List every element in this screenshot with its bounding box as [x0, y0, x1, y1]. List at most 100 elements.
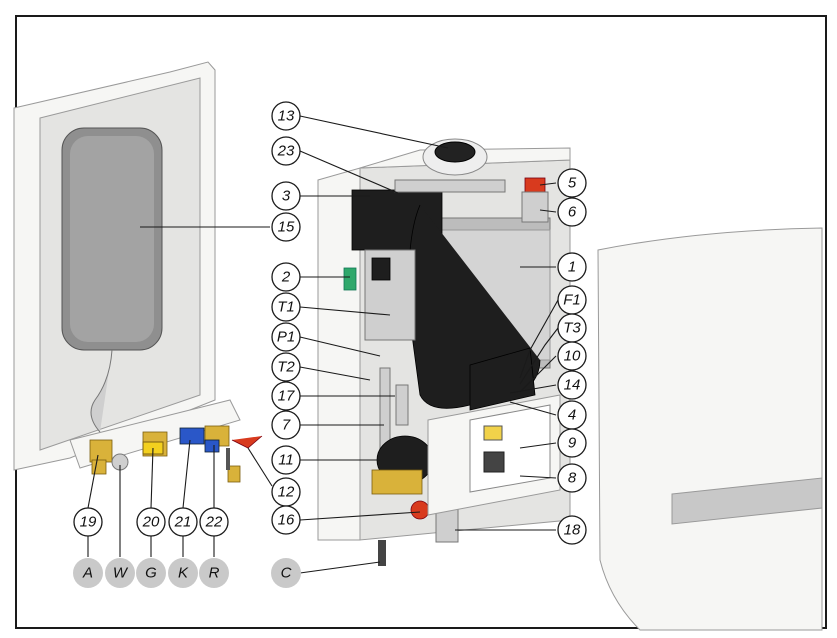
callout-t1-label: T1: [277, 299, 295, 316]
callout-t3-label: T3: [563, 320, 581, 337]
connection-k-label: K: [178, 565, 189, 582]
callout-p1-label: P1: [277, 329, 295, 346]
callout-14: 14: [557, 370, 587, 400]
callout-2-bubble: [271, 262, 301, 292]
callout-23-label: 23: [277, 143, 295, 160]
callout-1-label: 1: [568, 259, 576, 276]
callout-7-bubble: [271, 410, 301, 440]
connection-a: A: [73, 558, 103, 588]
connection-r: R: [199, 558, 229, 588]
callout-5-label: 5: [568, 175, 577, 192]
callout-t2: T2: [271, 352, 301, 382]
callout-6: 6: [557, 197, 587, 227]
front-cover-stripe: [671, 477, 823, 525]
valve-21: [179, 427, 205, 445]
callout-15-bubble: [271, 212, 301, 242]
leader-8: [519, 475, 557, 479]
callout-5-bubble: [557, 168, 587, 198]
siphon: [469, 347, 536, 411]
vessel-pipe: [90, 349, 113, 433]
callout-18-bubble: [557, 515, 587, 545]
callout-17-bubble: [271, 381, 301, 411]
callout-2-label: 2: [281, 269, 291, 286]
callout-12: 12: [271, 477, 301, 507]
valve-12-handle: [231, 435, 263, 449]
callout-20: 20: [136, 507, 166, 537]
callout-8-bubble: [557, 463, 587, 493]
front-cover: [597, 227, 823, 631]
condensate-c: [378, 540, 386, 566]
callout-t2-bubble: [271, 352, 301, 382]
connection-w: W: [105, 558, 135, 588]
leader-14: [509, 384, 557, 394]
leader-19: [87, 454, 99, 509]
leader-21: [182, 439, 191, 509]
leader-4: [509, 401, 557, 416]
component-16: [410, 500, 430, 520]
connection-a-bubble: [73, 558, 103, 588]
callout-11: 11: [271, 445, 301, 475]
callout-13: 13: [271, 101, 301, 131]
callout-16-bubble: [271, 505, 301, 535]
callout-13-label: 13: [278, 108, 295, 125]
top-pipe: [394, 179, 506, 193]
callout-22-label: 22: [205, 514, 223, 531]
leader-5: [539, 182, 557, 186]
leader-t1: [299, 306, 391, 316]
callout-8: 8: [557, 463, 587, 493]
callout-23-bubble: [271, 136, 301, 166]
callout-10-label: 10: [564, 348, 581, 365]
callout-5: 5: [557, 168, 587, 198]
callout-18-label: 18: [564, 522, 581, 539]
callout-7: 7: [271, 410, 301, 440]
connection-w-bubble: [105, 558, 135, 588]
callout-t2-label: T2: [277, 359, 295, 376]
component-2: [343, 267, 357, 291]
callout-f1-label: F1: [563, 292, 581, 309]
callout-1: 1: [557, 252, 587, 282]
control-buttons: [483, 451, 505, 473]
callout-19-label: 19: [80, 514, 97, 531]
callout-21-bubble: [168, 507, 198, 537]
callout-13-bubble: [271, 101, 301, 131]
leader-12: [247, 447, 273, 487]
callout-19: 19: [73, 507, 103, 537]
callout-10-bubble: [557, 341, 587, 371]
leader-p1: [299, 336, 381, 357]
connection-k-bubble: [168, 558, 198, 588]
leader-9: [519, 442, 557, 449]
callout-23: 23: [271, 136, 301, 166]
callout-p1-bubble: [271, 322, 301, 352]
callout-3-label: 3: [282, 188, 291, 205]
leader-c: [299, 561, 381, 574]
leader-6: [539, 209, 557, 213]
callout-21: 21: [168, 507, 198, 537]
callout-6-label: 6: [568, 204, 577, 221]
connection-c-bubble: [271, 558, 301, 588]
callout-17-label: 17: [278, 388, 295, 405]
callout-4: 4: [557, 400, 587, 430]
callout-15-label: 15: [278, 219, 295, 236]
connection-r-label: R: [209, 565, 220, 582]
leader-23: [299, 150, 399, 194]
component-6: [521, 191, 549, 223]
leader-20: [150, 447, 154, 509]
leader-16: [299, 511, 421, 521]
connection-w-label: W: [113, 565, 129, 582]
callout-p1: P1: [271, 322, 301, 352]
callout-8-label: 8: [568, 470, 577, 487]
display-panel: [469, 404, 551, 493]
callout-3-bubble: [271, 181, 301, 211]
callout-10: 10: [557, 341, 587, 371]
connection-g-bubble: [136, 558, 166, 588]
front-cover-panel: [597, 227, 823, 631]
callout-15: 15: [271, 212, 301, 242]
valve-19: [89, 439, 113, 463]
leader-f1: [519, 299, 559, 379]
rear-frame-with-expansion-vessel: [13, 61, 241, 471]
callout-9: 9: [557, 428, 587, 458]
callout-3: 3: [271, 181, 301, 211]
connection-k: K: [168, 558, 198, 588]
